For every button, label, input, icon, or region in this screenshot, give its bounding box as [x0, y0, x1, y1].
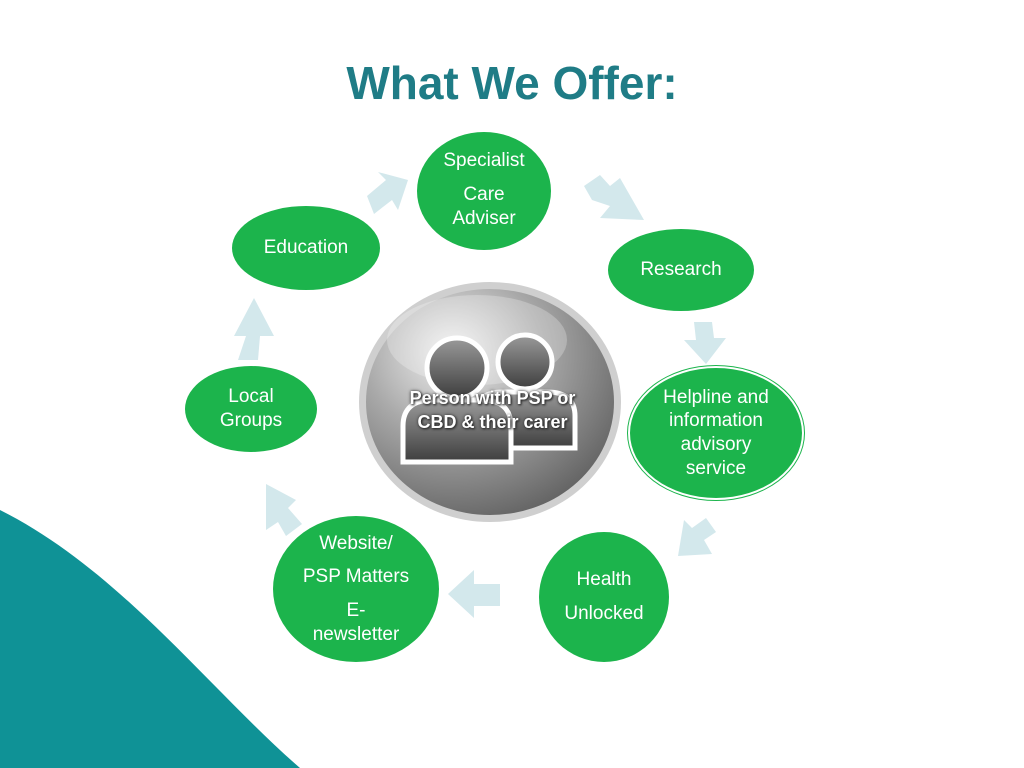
node-label: E- — [346, 600, 366, 621]
node-label: service — [685, 457, 747, 479]
node-label: Unlocked — [564, 603, 644, 624]
node-label: Website/ — [319, 532, 393, 554]
center-label: Person with PSP or CBD & their carer — [390, 386, 595, 435]
node-label: Specialist — [443, 150, 525, 172]
center-label-line-2: CBD & their carer — [417, 412, 568, 433]
node-label: Local — [228, 386, 274, 408]
arrow-helpline-to-health — [678, 518, 716, 556]
arrow-health-to-website — [448, 570, 500, 618]
node-label: PSP Matters — [302, 566, 410, 588]
node-label: Research — [640, 259, 722, 281]
node-research[interactable]: Research — [608, 229, 754, 311]
center-label-line-1: Person with PSP or — [409, 388, 576, 408]
node-label: Helpline and — [663, 386, 769, 408]
node-label: Health — [576, 569, 632, 591]
node-local-groups[interactable]: Local Groups — [185, 366, 317, 452]
arrow-education-to-specialist — [367, 172, 408, 214]
people-icon — [400, 332, 578, 465]
node-label: Education — [263, 237, 349, 259]
center-orb — [359, 282, 621, 522]
arrow-local-to-education — [234, 298, 274, 360]
node-label: Groups — [219, 410, 283, 431]
arrow-website-to-local — [266, 484, 302, 536]
page-title: What We Offer: — [346, 57, 678, 109]
node-website[interactable]: Website/ PSP Matters E- newsletter — [273, 516, 439, 662]
node-health-unlocked[interactable]: Health Unlocked — [539, 532, 669, 662]
node-label: information — [669, 410, 763, 432]
arrow-research-to-helpline — [684, 322, 726, 364]
node-label: Adviser — [452, 207, 516, 229]
node-label: newsletter — [312, 623, 400, 645]
node-helpline[interactable]: Helpline and information advisory servic… — [628, 366, 804, 500]
node-specialist-care-adviser[interactable]: Specialist Care Adviser — [417, 132, 551, 250]
node-label: Care — [463, 184, 505, 206]
arrow-specialist-to-research — [584, 175, 644, 220]
node-label: advisory — [680, 434, 752, 455]
node-education[interactable]: Education — [232, 206, 380, 290]
